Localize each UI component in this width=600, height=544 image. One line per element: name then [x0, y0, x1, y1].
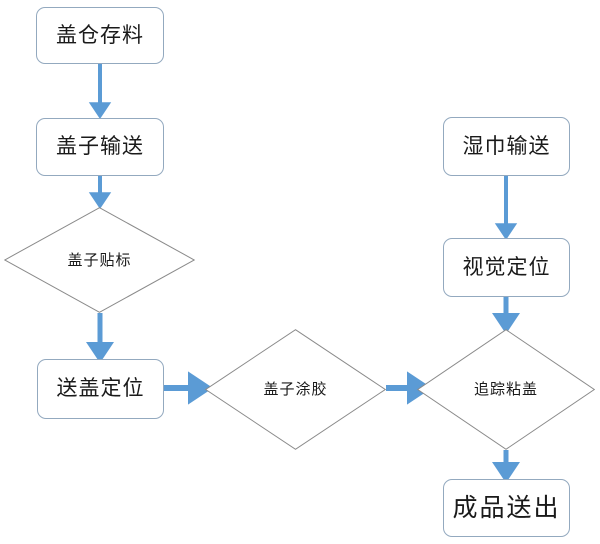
node-wipe-conveying[interactable]: 湿巾输送: [443, 117, 570, 176]
node-cap-storage[interactable]: 盖仓存料: [36, 7, 164, 64]
node-vision-positioning[interactable]: 视觉定位: [443, 238, 570, 297]
node-cap-feed-position-label: 送盖定位: [56, 376, 145, 401]
node-cap-conveying[interactable]: 盖子输送: [36, 118, 164, 176]
node-cap-labeling-label: 盖子贴标: [67, 250, 132, 269]
node-cap-labeling[interactable]: 盖子贴标: [4, 207, 195, 313]
node-finished-product-out-label: 成品送出: [452, 493, 561, 523]
node-wipe-conveying-label: 湿巾输送: [462, 133, 551, 158]
node-tracking-cap-attach-label: 追踪粘盖: [473, 380, 538, 399]
node-tracking-cap-attach[interactable]: 追踪粘盖: [417, 329, 595, 450]
node-cap-gluing[interactable]: 盖子涂胶: [205, 329, 386, 450]
node-finished-product-out[interactable]: 成品送出: [443, 479, 570, 537]
diamond-shape-icon: [4, 207, 195, 313]
node-cap-storage-label: 盖仓存料: [56, 22, 144, 47]
node-cap-conveying-label: 盖子输送: [56, 134, 144, 159]
node-cap-gluing-label: 盖子涂胶: [263, 380, 328, 399]
diamond-shape-icon: [205, 329, 386, 450]
node-cap-feed-position[interactable]: 送盖定位: [37, 359, 164, 419]
diamond-shape-icon: [417, 329, 595, 450]
node-vision-positioning-label: 视觉定位: [462, 254, 551, 279]
